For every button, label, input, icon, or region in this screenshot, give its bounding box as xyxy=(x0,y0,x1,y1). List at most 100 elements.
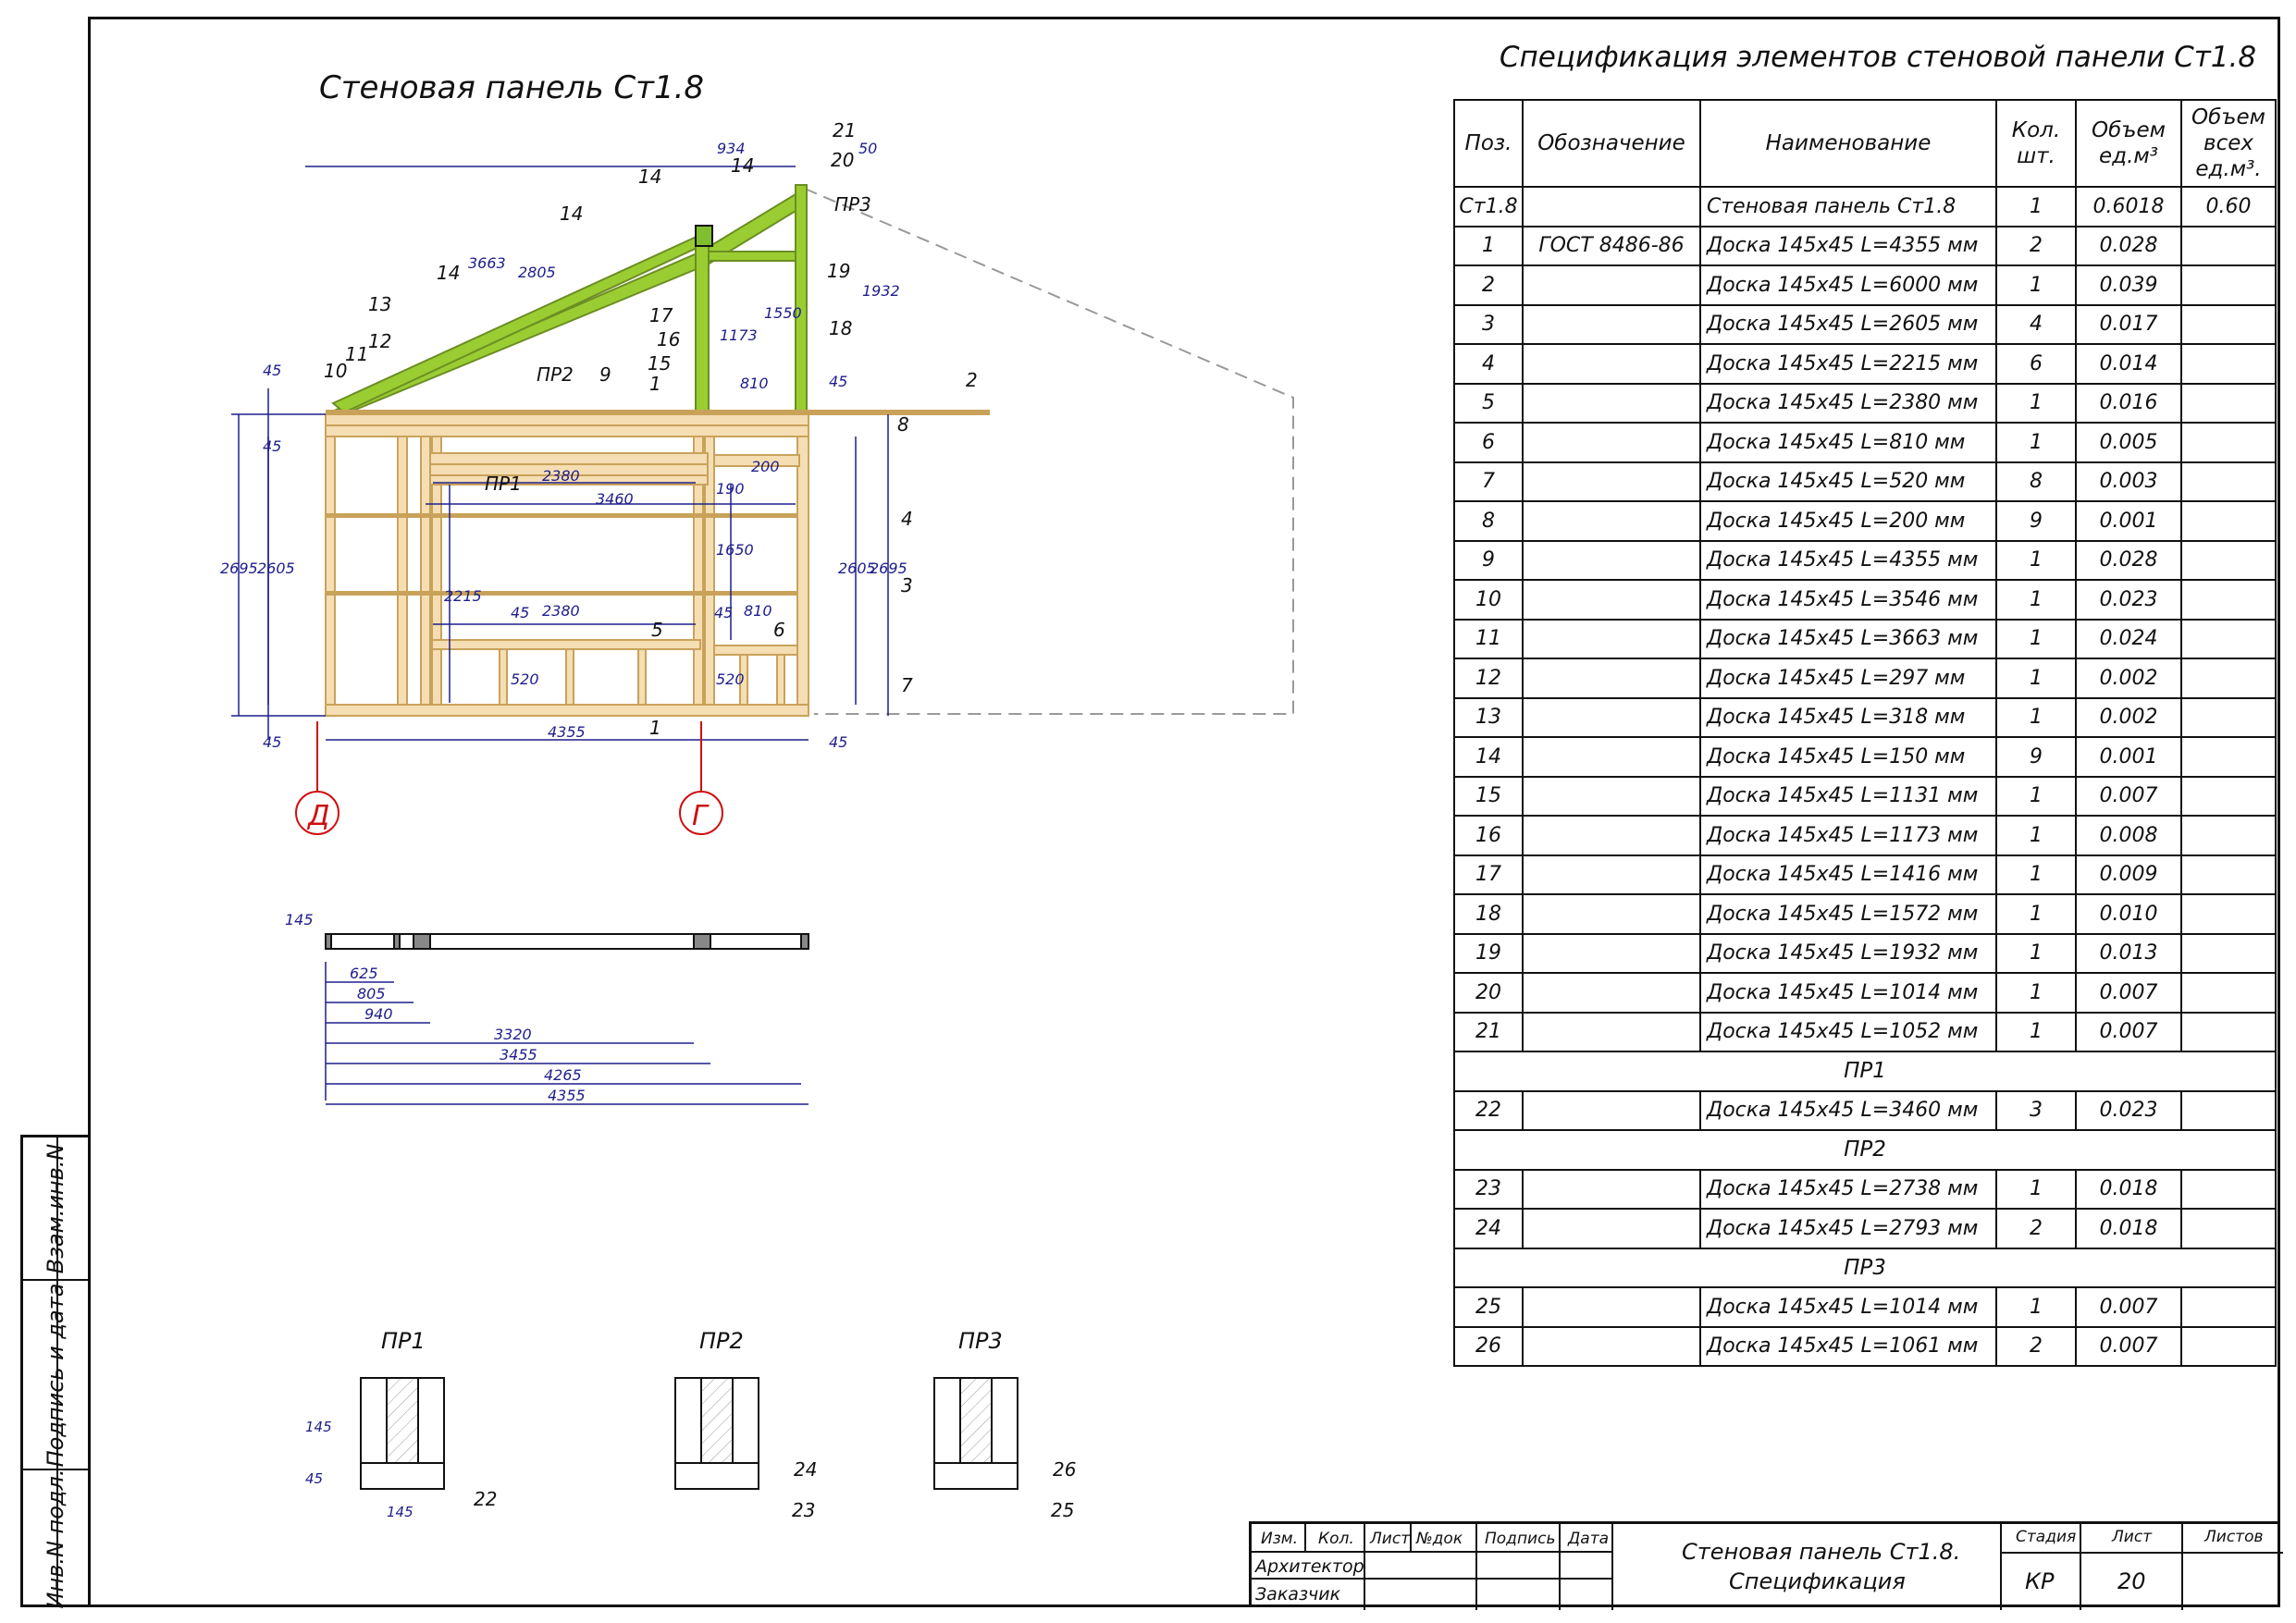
spec-qty: 1 xyxy=(1995,382,2077,424)
spec-group-row: ПР1 xyxy=(1453,1051,2277,1092)
spec-vol: 0.023 xyxy=(2075,579,2182,621)
spec-name: Доска 145х45 L=810 мм xyxy=(1699,422,1997,463)
tb-data: Дата xyxy=(1568,1530,1610,1548)
spec-qty: 1 xyxy=(1995,696,2077,738)
spec-pos: 16 xyxy=(1453,815,1524,856)
axis-label-g: Г xyxy=(692,800,710,832)
spec-pos: 12 xyxy=(1453,658,1524,699)
tb-ndok: №док xyxy=(1416,1530,1463,1548)
spec-qty: 6 xyxy=(1995,343,2077,385)
tb-sheet-title-2: Спецификация xyxy=(1729,1568,1906,1594)
spec-title: Спецификация элементов стеновой панели С… xyxy=(1499,41,2257,74)
dim-right-2605: 2605 xyxy=(838,559,876,577)
spec-vol: 0.007 xyxy=(2075,1011,2182,1052)
spec-qty: 1 xyxy=(1995,658,2077,699)
spec-total xyxy=(2180,539,2277,581)
spec-vol: 0.6018 xyxy=(2075,186,2182,227)
spec-vol: 0.028 xyxy=(2075,225,2182,266)
dim-right-45-a: 45 xyxy=(829,373,847,390)
spec-pos: 2 xyxy=(1453,264,1524,306)
spec-designation xyxy=(1522,382,1701,424)
plan-view xyxy=(325,933,809,950)
spec-name: Доска 145х45 L=1932 мм xyxy=(1699,932,1997,974)
spec-vol: 0.018 xyxy=(2075,1208,2182,1249)
section-label-22: 22 xyxy=(474,1488,497,1510)
wall-frame xyxy=(325,413,809,717)
spec-total xyxy=(2180,461,2277,502)
spec-qty: 3 xyxy=(1995,1089,2077,1131)
callout-1-top: 1 xyxy=(649,373,661,395)
stamp-divider xyxy=(56,1137,58,1605)
spec-designation xyxy=(1522,539,1701,581)
spec-qty: 1 xyxy=(1995,1168,2077,1210)
tb-podpis: Подпись xyxy=(1485,1530,1556,1548)
plan-dim-940: 940 xyxy=(364,1005,393,1023)
spec-vol: 0.007 xyxy=(2075,1286,2182,1328)
spec-designation xyxy=(1522,618,1701,659)
spec-pos: 22 xyxy=(1453,1089,1524,1131)
spec-pos: 9 xyxy=(1453,539,1524,581)
dim-bottom-4355: 4355 xyxy=(548,723,586,741)
spec-designation xyxy=(1522,736,1701,778)
spec-name: Доска 145х45 L=1131 мм xyxy=(1699,775,1997,817)
dim-roof-2805: 2805 xyxy=(518,264,556,281)
spec-pos: 4 xyxy=(1453,343,1524,385)
spec-total xyxy=(2180,775,2277,817)
spec-table: Поз. Обозначение Наименование Кол. шт. О… xyxy=(1453,99,2277,1367)
callout-3: 3 xyxy=(901,574,913,596)
tb-list: Лист xyxy=(1370,1530,1411,1548)
spec-vol: 0.007 xyxy=(2075,972,2182,1014)
dim-roof-810: 810 xyxy=(740,375,769,392)
spec-name: Доска 145х45 L=6000 мм xyxy=(1699,264,1997,306)
callout-2: 2 xyxy=(966,369,978,391)
spec-total xyxy=(2180,1011,2277,1052)
spec-name: Доска 145х45 L=2605 мм xyxy=(1699,303,1997,345)
spec-pos: 23 xyxy=(1453,1168,1524,1210)
spec-qty: 1 xyxy=(1995,775,2077,817)
spec-vol: 0.028 xyxy=(2075,539,2182,581)
spec-name: Доска 145х45 L=297 мм xyxy=(1699,658,1997,699)
spec-designation xyxy=(1522,343,1701,385)
spec-vol: 0.001 xyxy=(2075,736,2182,778)
callout-10: 10 xyxy=(324,360,347,382)
spec-designation xyxy=(1522,972,1701,1014)
adjacent-outline xyxy=(804,188,1294,715)
spec-designation xyxy=(1522,1325,1701,1367)
callout-20: 20 xyxy=(831,149,854,171)
spec-total xyxy=(2180,618,2277,659)
plan-dim-3320: 3320 xyxy=(494,1026,532,1043)
dim-roof-3663: 3663 xyxy=(468,254,506,272)
spec-vol: 0.005 xyxy=(2075,422,2182,463)
spec-qty: 1 xyxy=(1995,186,2077,227)
spec-qty: 2 xyxy=(1995,1325,2077,1367)
col-pos: Поз. xyxy=(1453,99,1524,188)
callout-1-bottom: 1 xyxy=(649,717,661,739)
spec-designation xyxy=(1522,264,1701,306)
dim-right-2695: 2695 xyxy=(870,559,907,577)
spec-total xyxy=(2180,1168,2277,1210)
spec-vol: 0.002 xyxy=(2075,658,2182,699)
spec-qty: 8 xyxy=(1995,461,2077,502)
dim-left-45-a: 45 xyxy=(263,362,281,379)
spec-designation xyxy=(1522,500,1701,542)
tb-customer: Заказчик xyxy=(1255,1584,1341,1605)
spec-pos: 6 xyxy=(1453,422,1524,463)
col-name: Наименование xyxy=(1699,99,1997,188)
callout-21: 21 xyxy=(833,119,856,141)
spec-pos: Ст1.8 xyxy=(1453,186,1524,227)
dim-left-2695: 2695 xyxy=(220,559,258,577)
plan-dim-805: 805 xyxy=(357,985,386,1002)
spec-name: Доска 145х45 L=520 мм xyxy=(1699,461,1997,502)
spec-vol: 0.010 xyxy=(2075,893,2182,935)
section-dim-145-v: 145 xyxy=(305,1419,332,1435)
section-label-25: 25 xyxy=(1051,1499,1074,1521)
col-vol-unit: Объем ед.м³ xyxy=(2075,99,2182,188)
section-pr1: ПР1 22 xyxy=(360,1328,497,1510)
spec-name: Доска 145х45 L=1014 мм xyxy=(1699,1286,1997,1328)
